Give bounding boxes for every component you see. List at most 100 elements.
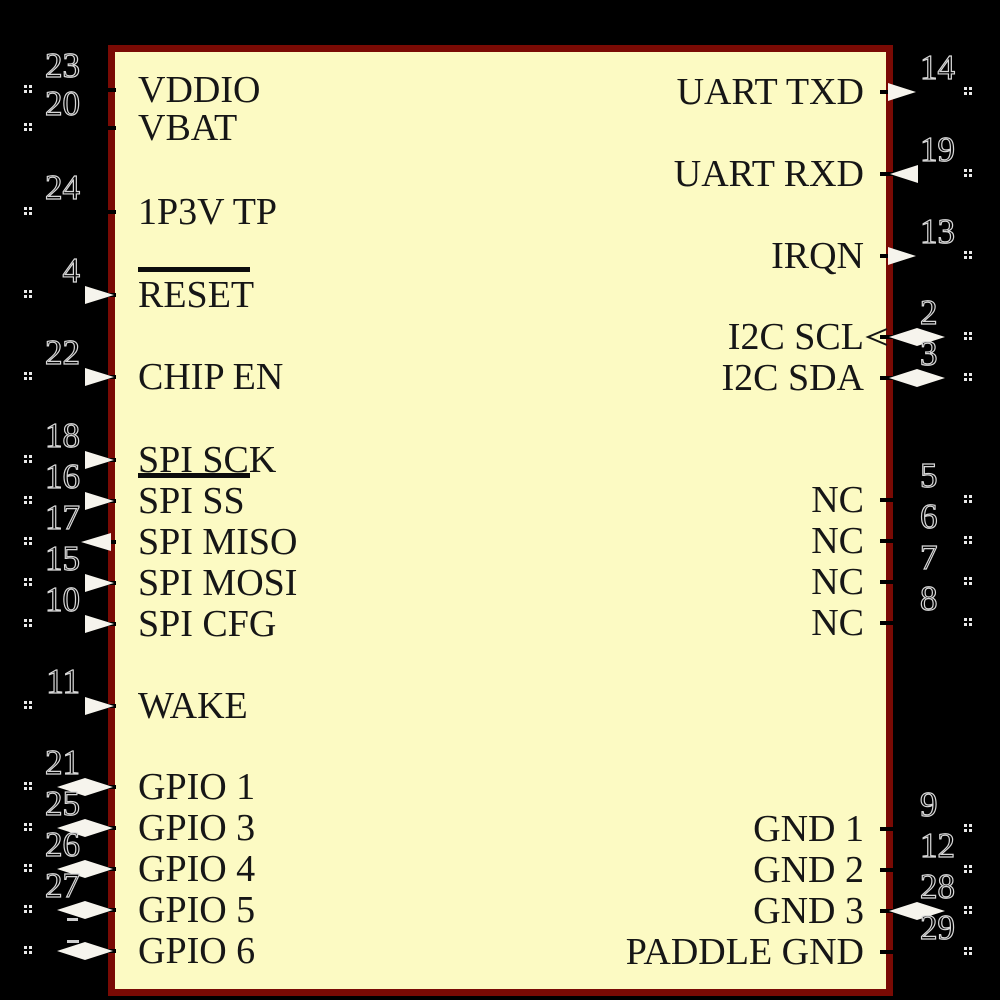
- net-marker-dots: [24, 455, 27, 458]
- pin-number: 22: [44, 333, 80, 372]
- chip-body: [108, 45, 893, 996]
- pin-number: 27: [44, 866, 80, 905]
- active-low-overline: [138, 473, 250, 478]
- net-marker-dots: [964, 87, 967, 90]
- pin-label-i2c-sda: I2C SDA: [721, 357, 864, 399]
- pin-label-gpio-4: GPIO 4: [138, 848, 256, 890]
- pin-number: 28: [919, 867, 955, 906]
- pin-label-gpio-3: GPIO 3: [138, 807, 256, 849]
- net-marker-dots: [964, 577, 967, 580]
- net-marker-dots: [24, 619, 27, 622]
- pin-label-vbat: VBAT: [138, 107, 238, 149]
- net-marker-dots: [964, 332, 967, 335]
- pin-label-reset: RESET: [138, 274, 255, 316]
- net-marker-dots: [24, 496, 27, 499]
- pin-stub: [880, 498, 900, 502]
- pin-label-wake: WAKE: [138, 685, 248, 727]
- net-marker-dots: [24, 85, 27, 88]
- pin-label-spi-ss: SPI SS: [138, 480, 245, 522]
- pin-stub: [880, 868, 900, 872]
- pin-output-arrow-icon: [888, 83, 916, 101]
- pin-number: 17: [44, 498, 80, 537]
- pin-label-spi-cfg: SPI CFG: [138, 603, 277, 645]
- net-marker-dots: [964, 536, 967, 539]
- pin-number: 24: [44, 168, 80, 207]
- pin-number: 29: [919, 908, 955, 947]
- net-marker-dots: [24, 290, 27, 293]
- active-low-overline: [138, 267, 250, 272]
- pin-number: 26: [44, 825, 80, 864]
- net-marker-dots: [964, 906, 967, 909]
- pin-label-gnd-2: GND 2: [753, 849, 864, 891]
- pin-label-gpio-6: GPIO 6: [138, 930, 256, 972]
- open-arrow-icon: [863, 328, 889, 346]
- pin-number: 11: [46, 662, 81, 701]
- pin-stub: [880, 827, 900, 831]
- pin-input-arrow-icon: [890, 165, 918, 183]
- net-marker-dots: [24, 123, 27, 126]
- pin-label-vddio: VDDIO: [138, 69, 261, 111]
- pin-number: 10: [44, 580, 80, 619]
- pin-number: 7: [919, 538, 938, 577]
- pin-label-spi-miso: SPI MISO: [138, 521, 298, 563]
- pin-number: 15: [44, 539, 80, 578]
- pin-label-chip-en: CHIP EN: [138, 356, 284, 398]
- net-marker-dots: [24, 578, 27, 581]
- pin-number: 8: [919, 579, 938, 618]
- pin-number: 5: [919, 456, 938, 495]
- pin-number: 19: [919, 130, 955, 169]
- pin-number: 12: [919, 826, 955, 865]
- pin-number: 14: [919, 48, 955, 87]
- net-marker-dots: [964, 495, 967, 498]
- pin-label-paddle-gnd: PADDLE GND: [625, 931, 864, 973]
- pin-stub: [96, 88, 116, 92]
- net-marker-dots: [964, 373, 967, 376]
- pin-label-uart-rxd: UART RXD: [673, 153, 864, 195]
- pin-label-gpio-1: GPIO 1: [138, 766, 256, 808]
- pin-label-irqn: IRQN: [771, 235, 864, 277]
- pin-bidir-arrow-icon: [889, 328, 917, 346]
- pin-number: 23: [44, 46, 80, 85]
- net-marker-dots: [964, 169, 967, 172]
- pin-label-1p3v-tp: 1P3V TP: [138, 191, 278, 233]
- net-marker-dots: [964, 824, 967, 827]
- clipped-pin-number-artifact: [67, 918, 78, 921]
- pin-label-gnd-1: GND 1: [753, 808, 864, 850]
- pin-stub: [96, 210, 116, 214]
- net-marker-dots: [24, 782, 27, 785]
- pin-number: 6: [919, 497, 938, 536]
- net-marker-dots: [24, 207, 27, 210]
- pin-number: 4: [62, 251, 81, 290]
- net-marker-dots: [24, 823, 27, 826]
- pin-number: 21: [44, 743, 80, 782]
- pin-stub: [96, 126, 116, 130]
- pin-stub: [880, 539, 900, 543]
- pin-label-nc: NC: [811, 602, 864, 644]
- net-marker-dots: [24, 946, 27, 949]
- pin-number: 16: [44, 457, 80, 496]
- pin-stub: [880, 950, 900, 954]
- net-marker-dots: [24, 372, 27, 375]
- pin-label-nc: NC: [811, 520, 864, 562]
- net-marker-dots: [24, 864, 27, 867]
- pin-number: 9: [919, 785, 938, 824]
- pin-bidir-arrow-icon: [889, 902, 917, 920]
- pin-number: 3: [919, 334, 938, 373]
- net-marker-dots: [24, 537, 27, 540]
- pin-number: 25: [44, 784, 80, 823]
- net-marker-dots: [964, 947, 967, 950]
- clipped-pin-number-artifact: [67, 940, 79, 943]
- pin-bidir-arrow-icon: [889, 369, 917, 387]
- pin-label-gnd-3: GND 3: [753, 890, 864, 932]
- pin-bidir-arrow-icon: [57, 942, 85, 960]
- pin-number: 18: [44, 416, 80, 455]
- net-marker-dots: [964, 618, 967, 621]
- pin-number: 2: [919, 293, 938, 332]
- pin-label-uart-txd: UART TXD: [676, 71, 864, 113]
- net-marker-dots: [964, 251, 967, 254]
- pin-label-spi-mosi: SPI MOSI: [138, 562, 298, 604]
- pin-label-nc: NC: [811, 479, 864, 521]
- pin-stub: [880, 580, 900, 584]
- pin-label-nc: NC: [811, 561, 864, 603]
